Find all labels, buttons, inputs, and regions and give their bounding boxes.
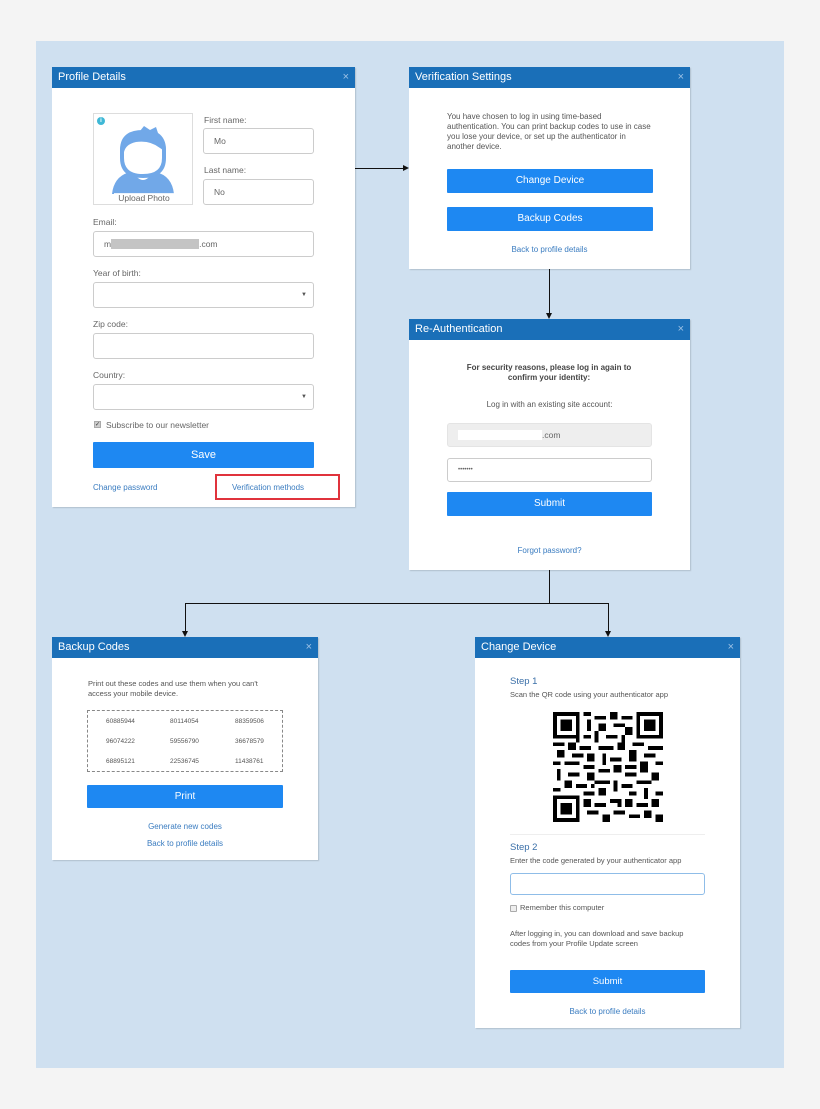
step1-text: Scan the QR code using your authenticato… bbox=[510, 690, 669, 699]
connector-horizontal bbox=[185, 603, 609, 604]
back-to-profile-link[interactable]: Back to profile details bbox=[511, 245, 588, 254]
generate-new-codes-link[interactable]: Generate new codes bbox=[148, 822, 222, 831]
chevron-down-icon: ▼ bbox=[301, 394, 307, 400]
last-name-value: No bbox=[214, 187, 225, 197]
dialog-title: Verification Settings bbox=[415, 71, 512, 83]
password-input[interactable]: ••••••• bbox=[447, 458, 652, 482]
dialog-header: Re-Authentication × bbox=[409, 319, 690, 340]
last-name-label: Last name: bbox=[204, 165, 247, 175]
close-icon[interactable]: × bbox=[727, 641, 734, 653]
backup-code: 60885944 bbox=[106, 718, 135, 725]
dialog-header: Change Device × bbox=[475, 637, 740, 658]
upload-photo-box[interactable]: i Upload Photo bbox=[93, 113, 193, 205]
close-icon[interactable]: × bbox=[677, 71, 684, 83]
remember-computer-label[interactable]: Remember this computer bbox=[520, 903, 605, 912]
verification-methods-highlight bbox=[215, 474, 340, 500]
profile-details-dialog: Profile Details × i Upload Photo First n… bbox=[52, 67, 355, 507]
close-icon[interactable]: × bbox=[677, 323, 684, 335]
security-message: For security reasons, please log in agai… bbox=[466, 363, 632, 382]
info-icon[interactable]: i bbox=[97, 117, 105, 125]
backup-code: 88359506 bbox=[235, 718, 264, 725]
email-prefix: m bbox=[104, 239, 112, 249]
backup-codes-dialog: Backup Codes × Print out these codes and… bbox=[52, 637, 318, 860]
arrow-down-icon bbox=[182, 631, 188, 637]
zip-code-input[interactable] bbox=[93, 333, 314, 359]
last-name-input[interactable]: No bbox=[203, 179, 314, 205]
remember-computer-checkbox[interactable] bbox=[510, 905, 517, 912]
email-redacted bbox=[458, 430, 542, 440]
first-name-value: Mo bbox=[214, 136, 226, 146]
avatar-placeholder-icon bbox=[112, 126, 174, 194]
backup-code: 96074222 bbox=[106, 738, 135, 745]
newsletter-checkbox[interactable]: ✓ bbox=[94, 421, 101, 428]
email-label: Email: bbox=[93, 217, 117, 227]
password-value: ••••••• bbox=[458, 467, 473, 473]
verification-description: You have chosen to log in using time-bas… bbox=[447, 112, 651, 151]
email-suffix: .com bbox=[199, 239, 218, 249]
backup-codes-button[interactable]: Backup Codes bbox=[447, 207, 653, 231]
step2-text: Enter the code generated by your authent… bbox=[510, 856, 682, 865]
back-to-profile-link[interactable]: Back to profile details bbox=[146, 839, 224, 848]
dialog-header: Verification Settings × bbox=[409, 67, 690, 88]
year-of-birth-label: Year of birth: bbox=[93, 268, 141, 278]
newsletter-label[interactable]: Subscribe to our newsletter bbox=[106, 420, 209, 430]
back-to-profile-link[interactable]: Back to profile details bbox=[569, 1007, 646, 1016]
forgot-password-link[interactable]: Forgot password? bbox=[517, 546, 582, 555]
year-of-birth-select[interactable]: ▼ bbox=[93, 282, 314, 308]
first-name-input[interactable]: Mo bbox=[203, 128, 314, 154]
change-device-dialog: Change Device × Step 1 Scan the QR code … bbox=[475, 637, 740, 1028]
authenticator-code-input[interactable] bbox=[510, 873, 705, 895]
submit-button[interactable]: Submit bbox=[447, 492, 652, 516]
backup-code: 68895121 bbox=[106, 758, 135, 765]
arrow-down-icon bbox=[605, 631, 611, 637]
chevron-down-icon: ▼ bbox=[301, 292, 307, 298]
backup-code: 22536745 bbox=[170, 758, 199, 765]
connector-profile-to-verification bbox=[355, 168, 404, 169]
backup-code: 80114054 bbox=[170, 718, 199, 725]
backup-code: 11438761 bbox=[235, 758, 264, 765]
backup-code: 36678579 bbox=[235, 738, 264, 745]
email-redacted bbox=[111, 239, 200, 249]
step2-title: Step 2 bbox=[510, 842, 538, 853]
after-login-text: After logging in, you can download and s… bbox=[510, 929, 684, 948]
first-name-label: First name: bbox=[204, 115, 247, 125]
close-icon[interactable]: × bbox=[305, 641, 312, 653]
email-input[interactable]: m .com bbox=[93, 231, 314, 257]
dialog-title: Re-Authentication bbox=[415, 323, 503, 335]
zip-code-label: Zip code: bbox=[93, 319, 128, 329]
change-password-link[interactable]: Change password bbox=[93, 483, 158, 492]
arrow-right-icon bbox=[403, 165, 409, 171]
dialog-header: Backup Codes × bbox=[52, 637, 318, 658]
verification-settings-dialog: Verification Settings × You have chosen … bbox=[409, 67, 690, 269]
login-prompt: Log in with an existing site account: bbox=[486, 400, 613, 409]
re-authentication-dialog: Re-Authentication × For security reasons… bbox=[409, 319, 690, 570]
dialog-title: Change Device bbox=[481, 641, 557, 653]
print-button[interactable]: Print bbox=[87, 785, 283, 808]
change-device-button[interactable]: Change Device bbox=[447, 169, 653, 193]
step-divider bbox=[510, 834, 705, 835]
email-suffix: .com bbox=[542, 430, 561, 440]
dialog-title: Profile Details bbox=[58, 71, 126, 83]
country-select[interactable]: ▼ bbox=[93, 384, 314, 410]
arrow-down-icon bbox=[546, 313, 552, 319]
connector-to-change-device bbox=[608, 603, 609, 631]
connector-verification-to-reauth bbox=[549, 269, 550, 313]
connector-reauth-down bbox=[549, 570, 550, 603]
qr-code-image bbox=[553, 712, 663, 822]
close-icon[interactable]: × bbox=[342, 71, 349, 83]
backup-description: Print out these codes and use them when … bbox=[88, 679, 258, 698]
verification-methods-link[interactable]: Verification methods bbox=[232, 483, 305, 492]
upload-photo-label[interactable]: Upload Photo bbox=[114, 193, 174, 203]
reauth-email-input: .com bbox=[447, 423, 652, 447]
backup-codes-grid: 60885944 80114054 88359506 96074222 5955… bbox=[87, 710, 283, 772]
country-label: Country: bbox=[93, 370, 126, 380]
connector-to-backup bbox=[185, 603, 186, 631]
submit-button[interactable]: Submit bbox=[510, 970, 705, 993]
save-button[interactable]: Save bbox=[93, 442, 314, 468]
step1-title: Step 1 bbox=[510, 676, 538, 687]
dialog-title: Backup Codes bbox=[58, 641, 130, 653]
dialog-header: Profile Details × bbox=[52, 67, 355, 88]
backup-code: 59556790 bbox=[170, 738, 199, 745]
